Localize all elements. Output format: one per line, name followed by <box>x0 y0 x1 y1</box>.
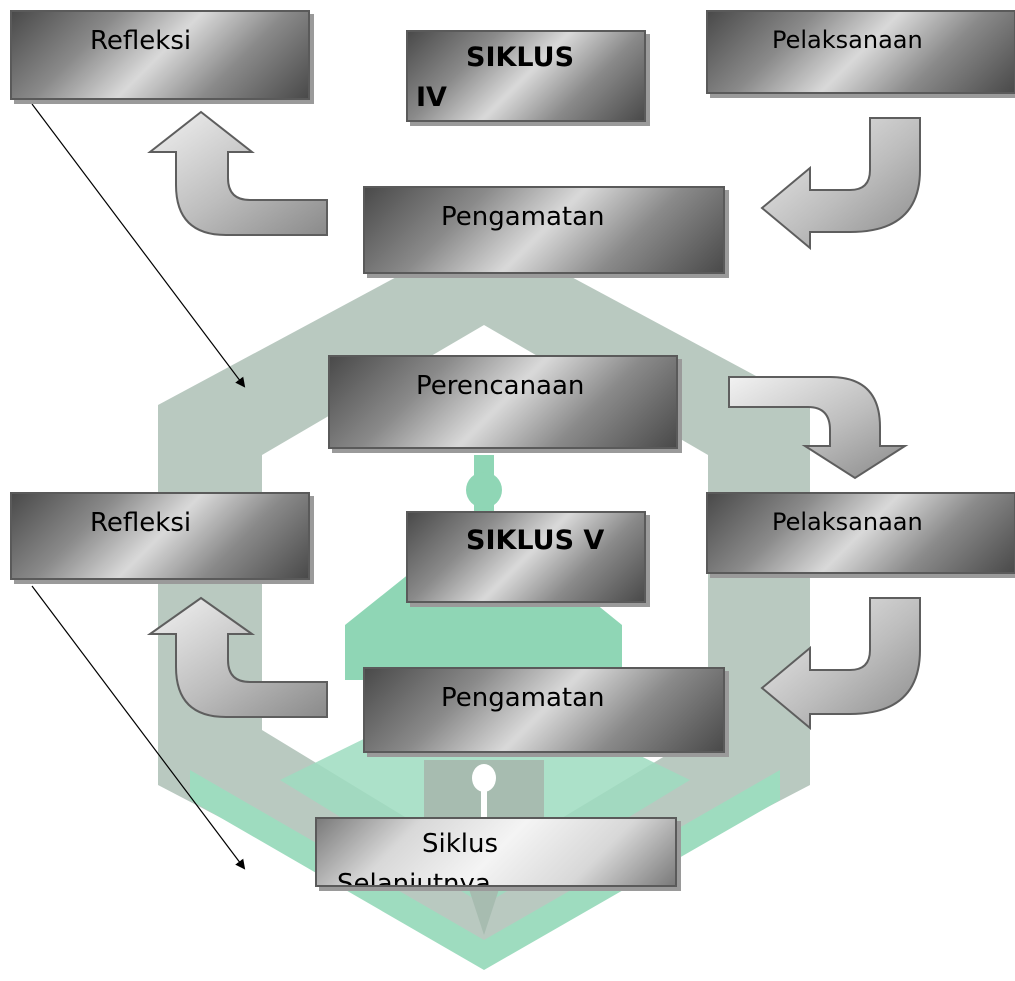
curved-arrow-down-cycle5 <box>760 597 921 731</box>
implementation-box-cycle5: Pelaksanaan <box>706 492 1015 574</box>
cycle5-title-box: SIKLUS V <box>406 511 646 603</box>
connector-arrow-cycle4 <box>31 103 246 388</box>
curved-arrow-right-planning <box>728 376 909 480</box>
cycle5-title: SIKLUS V <box>466 525 605 556</box>
implementation-label-cycle5: Pelaksanaan <box>772 508 923 536</box>
curved-arrow-up-cycle4 <box>147 110 328 236</box>
observation-label-cycle5: Pengamatan <box>441 683 605 713</box>
curved-arrow-down-cycle4 <box>760 117 921 251</box>
curved-arrow-up-cycle5 <box>146 596 328 718</box>
next-cycle-label-line2: Selanjutnya <box>337 869 491 887</box>
observation-box-cycle4: Pengamatan <box>363 186 725 274</box>
reflection-label-cycle4: Refleksi <box>90 26 192 56</box>
next-cycle-box: Siklus Selanjutnya <box>315 817 677 887</box>
next-cycle-label-line1: Siklus <box>422 829 499 859</box>
reflection-label-cycle5: Refleksi <box>90 508 192 538</box>
planning-box: Perencanaan <box>328 355 678 449</box>
observation-box-cycle5: Pengamatan <box>363 667 725 753</box>
planning-label: Perencanaan <box>416 371 585 401</box>
implementation-box-cycle4: Pelaksanaan <box>706 10 1015 94</box>
implementation-label-cycle4: Pelaksanaan <box>772 26 923 54</box>
cycle4-title-line1: SIKLUS <box>466 42 575 73</box>
reflection-box-cycle4: Refleksi <box>10 10 310 100</box>
cycle4-title-line2: IV <box>416 82 447 113</box>
reflection-box-cycle5: Refleksi <box>10 492 310 580</box>
observation-label-cycle4: Pengamatan <box>441 202 605 232</box>
cycle4-title-box: SIKLUS IV <box>406 30 646 122</box>
connector-arrow-cycle5 <box>31 585 246 870</box>
